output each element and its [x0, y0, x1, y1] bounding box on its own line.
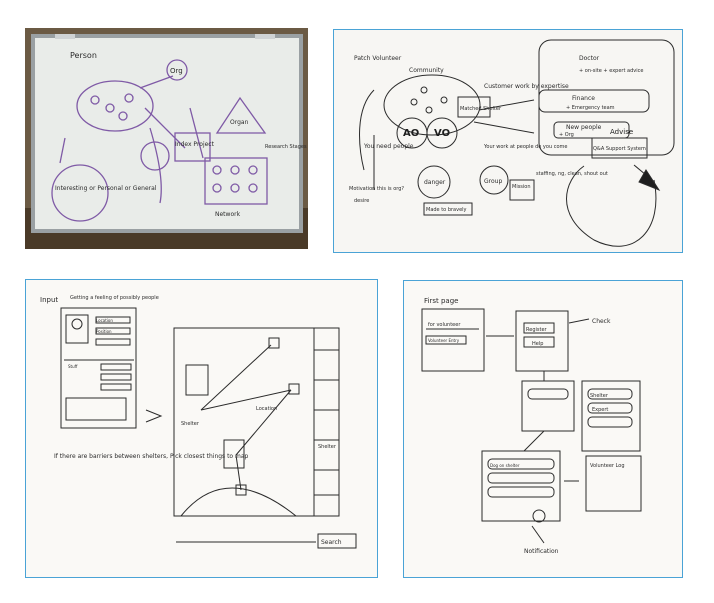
- label-danger: danger: [424, 179, 446, 186]
- label-doctor-note: + on-site + expert advice: [579, 68, 643, 74]
- label-desire: desire: [354, 198, 369, 204]
- label-volunteer-entry: Volunteer Entry: [428, 338, 460, 343]
- whiteboard-label-bottom-left: Interesting or Personal or General: [55, 185, 157, 192]
- label-new-people-note: + Org: [559, 132, 574, 138]
- label-qa-support: Q&A Support System: [593, 146, 646, 152]
- label-location-tag: Location: [256, 406, 277, 412]
- label-check: Check: [592, 318, 611, 325]
- label-your-work: Your work at people do you come: [483, 144, 567, 150]
- label-node-b: VO: [434, 128, 450, 139]
- label-expert: Expert: [592, 407, 608, 413]
- label-stuff: Stuff: [68, 364, 78, 369]
- whiteboard-photo: Person Org Index Project Organ Network I…: [25, 28, 308, 249]
- whiteboard-label-network: Network: [215, 211, 241, 218]
- label-doctor: Doctor: [579, 55, 600, 62]
- label-help: Help: [532, 341, 543, 347]
- label-bottom-text: If there are barriers between shelters, …: [54, 453, 249, 460]
- label-position: Position: [96, 329, 112, 334]
- label-motivation: Motivation this is org?: [349, 186, 404, 192]
- label-customer-text: Customer work by expertise: [484, 83, 569, 90]
- label-input-note: Getting a feeling of possibly people: [70, 295, 159, 301]
- label-mission: Mission: [512, 184, 531, 190]
- label-needed: Matched Shelter: [460, 106, 502, 112]
- label-staff-note: staffing, ng, clean, shout out: [536, 171, 608, 177]
- label-advisor: Advise: [610, 128, 633, 136]
- label-community: Community: [409, 67, 444, 74]
- label-input-title: Input: [40, 296, 58, 304]
- whiteboard-label-center: Person: [70, 51, 97, 60]
- label-node-a: AO: [403, 128, 419, 139]
- label-left-person: Patch Volunteer: [354, 55, 402, 62]
- label-new-people: New people: [566, 124, 602, 131]
- label-made-to: Made to bravely: [426, 207, 467, 213]
- sketch-flow-panel: First page for volunteer Volunteer Entry…: [403, 280, 683, 578]
- whiteboard-label-index: Index Project: [175, 141, 215, 148]
- whiteboard-label-org: Org: [170, 67, 183, 75]
- label-finance-note: + Emergency team: [566, 105, 615, 111]
- label-you-need: You need people: [363, 143, 414, 150]
- label-group: Group: [484, 178, 502, 185]
- label-register: Register: [526, 327, 548, 333]
- label-location: Location: [96, 318, 113, 323]
- sketch-input-map-panel: Input Getting a feeling of possibly peop…: [25, 279, 378, 578]
- label-shelter-map: Shelter: [181, 421, 200, 427]
- search-button-sketch: Search: [321, 539, 342, 546]
- label-shelter-side: Shelter: [318, 444, 337, 450]
- label-notification: Notification: [524, 548, 559, 555]
- label-finance: Finance: [572, 95, 595, 102]
- whiteboard-label-right-note: Research Stages: [265, 144, 307, 150]
- label-first-page: First page: [424, 297, 458, 305]
- sketch-community-panel: Patch Volunteer Community Customer work …: [333, 29, 683, 253]
- whiteboard-label-organ: Organ: [230, 119, 249, 126]
- label-volunteer-log: Volunteer Log: [590, 463, 625, 469]
- label-for-volunteer: for volunteer: [428, 322, 461, 328]
- label-dog: Dog on shelter: [490, 463, 520, 468]
- label-shelter: Shelter: [590, 393, 609, 399]
